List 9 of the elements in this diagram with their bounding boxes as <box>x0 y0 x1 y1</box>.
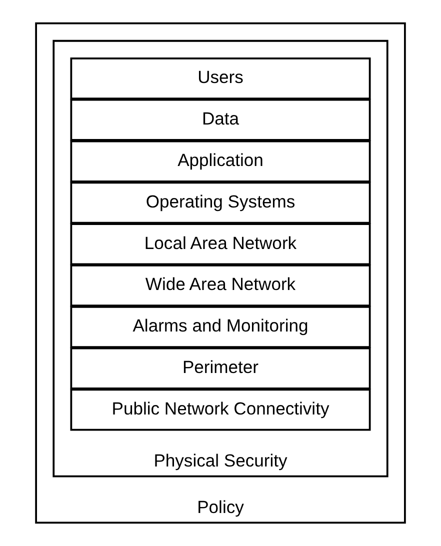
node-box: Local Area Network <box>70 223 371 266</box>
node-box: Perimeter <box>70 347 371 390</box>
node-box: Data <box>70 98 371 141</box>
node-box: Operating Systems <box>70 182 371 224</box>
node-box: Users <box>70 58 371 100</box>
node-box: Wide Area Network <box>70 264 371 307</box>
node-box: Application <box>70 140 371 182</box>
node-box: Alarms and Monitoring <box>70 306 371 348</box>
node-box: Public Network Connectivity <box>70 388 371 431</box>
